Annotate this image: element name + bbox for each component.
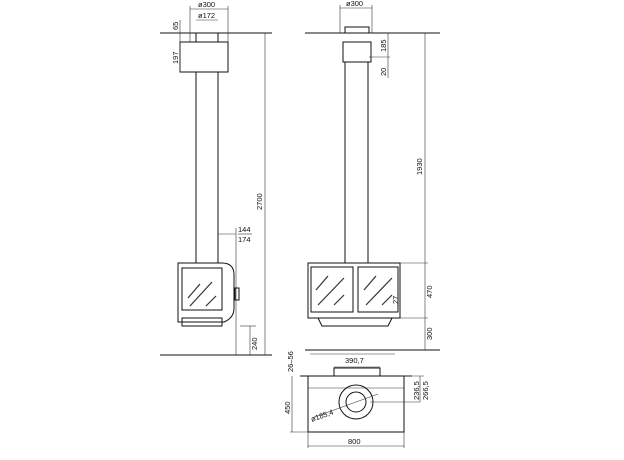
dim-top-width: 390,7 [345, 356, 364, 365]
stove-body-side [177, 262, 235, 323]
dim-range: 26–56 [286, 351, 295, 372]
flue-top [195, 32, 219, 43]
stove-outline-top [307, 375, 405, 433]
flue-collar-top [333, 367, 381, 377]
dim-collar-height: 185 [379, 39, 388, 52]
dim-flue-outer: ø300 [346, 0, 363, 8]
stove-glass-right [357, 266, 399, 313]
dim-depth-total: 450 [283, 401, 292, 414]
stove-base-side [181, 317, 223, 327]
dim-flue-length: 1930 [415, 158, 424, 175]
dim-offset-b: 174 [238, 235, 251, 244]
dim-depth-b: 266,5 [421, 381, 430, 400]
stove-base-front [317, 317, 393, 327]
stove-glass-left [310, 266, 354, 313]
flue-collar [342, 41, 372, 63]
dim-flue-inner: ø172 [198, 11, 215, 20]
flue-top [344, 26, 370, 34]
stove-body-front [307, 262, 401, 319]
front-view: ø300 185 20 1930 470 300 27 [305, 0, 440, 351]
dim-depth-a: 236,5 [412, 381, 421, 400]
side-handle [234, 287, 240, 301]
dim-flue-outer: ø300 [198, 0, 215, 9]
dim-floor-clearance: 300 [425, 327, 434, 340]
dim-floor-clearance: 240 [250, 337, 259, 350]
side-view: ø300 ø172 65 197 2700 144 174 240 [160, 0, 272, 356]
dim-total-height: 2700 [255, 193, 264, 210]
dim-offset-a: 144 [238, 225, 251, 234]
dim-top-offset: 65 [171, 22, 180, 30]
dim-collar-height: 197 [171, 51, 180, 64]
stove-glass-side [181, 267, 223, 311]
dim-stove-height: 470 [425, 285, 434, 298]
dim-flue-diameter: ø185,4 [310, 407, 335, 423]
top-view: 26–56 390,7 ø185,4 236,5 266,5 450 800 [283, 351, 430, 448]
dim-width: 800 [348, 437, 361, 446]
flue-collar [179, 41, 229, 73]
dim-frame: 27 [391, 296, 400, 304]
dim-gap: 20 [379, 68, 388, 76]
flue-opening [345, 391, 367, 413]
